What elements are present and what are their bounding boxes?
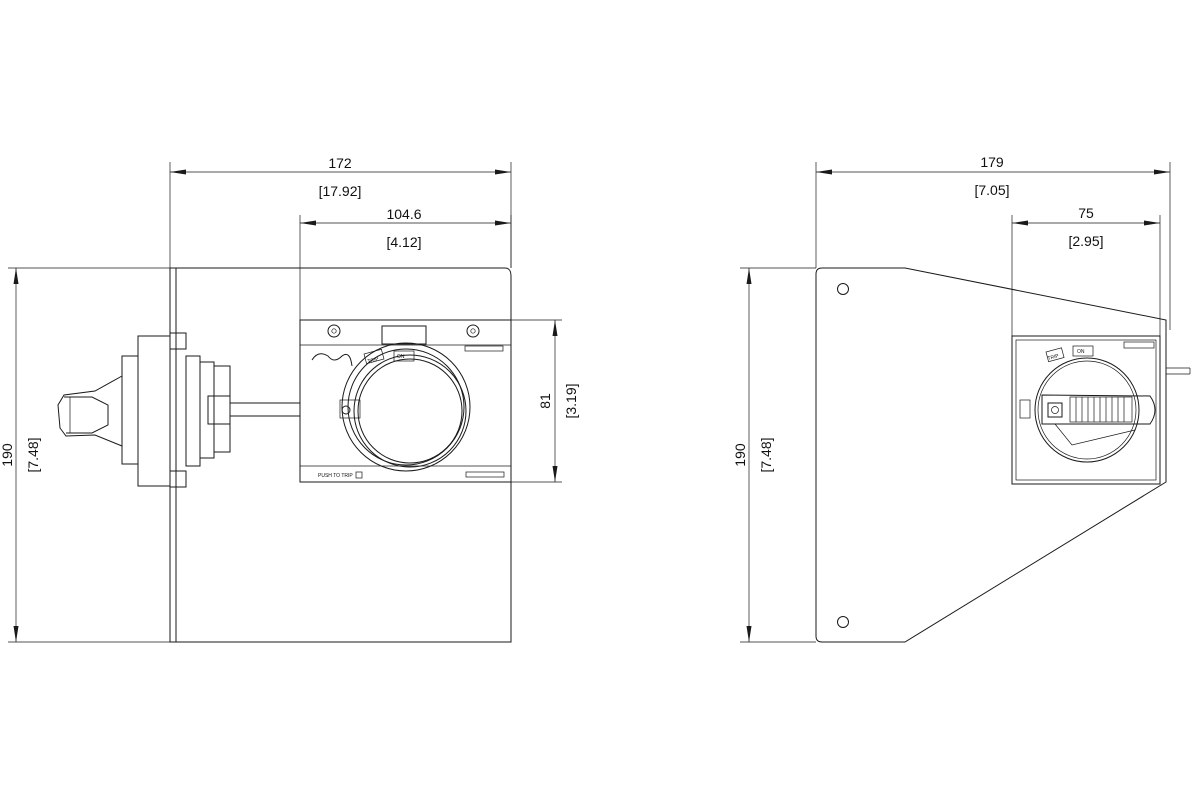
left-breaker-body: TRIP ON PUSH TO TRIP — [299, 319, 512, 483]
left-width-value: 172 — [328, 155, 352, 171]
right-mounting-plate — [815, 267, 1191, 643]
right-width-dimension: 179 [7.05] — [815, 154, 1171, 330]
right-on-label: ON — [1077, 349, 1085, 355]
right-handle-width-sub: [2.95] — [1068, 233, 1103, 249]
left-push-label: PUSH TO TRIP — [318, 473, 353, 479]
right-view: TRIP ON 179 [7.05] 75 [2.95] — [732, 154, 1191, 643]
left-breaker-width-dimension: 104.6 [4.12] — [299, 206, 512, 320]
left-width-dimension: 172 [17.92] — [169, 155, 512, 268]
left-height-dimension: 190 [7.48] — [0, 267, 170, 643]
right-width-sub: [7.05] — [974, 182, 1009, 198]
left-height-value: 190 — [0, 443, 15, 467]
left-view: TRIP ON PUSH TO TRIP — [0, 155, 579, 643]
right-handle-width-value: 75 — [1078, 205, 1094, 221]
right-height-dimension: 190 [7.48] — [732, 267, 816, 643]
left-breaker-width-value: 104.6 — [386, 206, 421, 222]
left-breaker-height-value: 81 — [537, 393, 553, 409]
left-breaker-height-sub: [3.19] — [563, 383, 579, 418]
left-mounting-plate — [169, 267, 512, 643]
left-operator-handle — [57, 332, 231, 488]
left-height-sub: [7.48] — [25, 437, 41, 472]
left-breaker-width-sub: [4.12] — [386, 234, 421, 250]
right-handle-assembly: TRIP ON — [1011, 335, 1161, 485]
left-breaker-height-dimension: 81 [3.19] — [511, 319, 579, 483]
left-width-sub: [17.92] — [319, 183, 362, 199]
right-trip-label: TRIP — [1047, 353, 1060, 362]
right-handle-width-dimension: 75 [2.95] — [1011, 205, 1161, 336]
right-width-value: 179 — [980, 154, 1004, 170]
left-shaft — [230, 402, 300, 417]
left-on-label: ON — [397, 354, 405, 360]
right-height-sub: [7.48] — [758, 437, 774, 472]
right-height-value: 190 — [732, 443, 748, 467]
left-trip-label: TRIP — [367, 356, 380, 365]
